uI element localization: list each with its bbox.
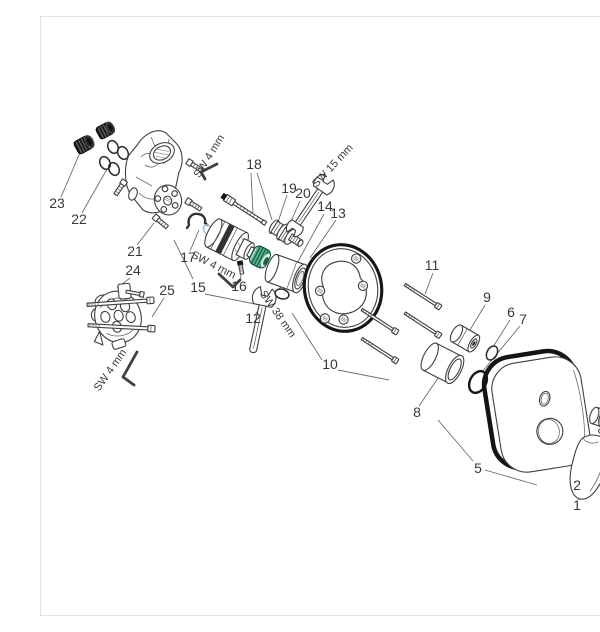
part-21-screw bbox=[151, 213, 169, 230]
part-label-9: 9 bbox=[483, 289, 491, 305]
bolt-body-right bbox=[184, 197, 203, 212]
part-label-19: 19 bbox=[281, 180, 297, 196]
part-label-17: 17 bbox=[180, 249, 196, 265]
part-label-21: 21 bbox=[127, 243, 143, 259]
part-8-sleeve bbox=[420, 342, 465, 385]
part-5-escutcheon bbox=[481, 348, 591, 473]
allen-key-sw4-bottom-icon bbox=[121, 350, 139, 387]
part-11-screws bbox=[403, 282, 443, 339]
part-number-labels: 1 2 3 4 5 6 7 8 9 10 11 12 13 14 15 16 1… bbox=[49, 156, 581, 513]
bolt-body-left bbox=[113, 178, 129, 197]
part-label-7: 7 bbox=[519, 311, 527, 327]
parts-19-20-adapter bbox=[268, 219, 304, 247]
part-label-11: 11 bbox=[425, 257, 440, 273]
part-23-plugs bbox=[73, 121, 116, 155]
part-label-1: 1 bbox=[573, 497, 581, 513]
tool-label-sw4-bottom: SW 4 mm bbox=[92, 347, 130, 393]
bolt-sw4-top bbox=[185, 158, 204, 173]
part-label-12: 12 bbox=[245, 310, 261, 326]
part-label-2: 2 bbox=[573, 477, 581, 493]
part-label-25: 25 bbox=[159, 282, 175, 298]
part-6-oring bbox=[485, 345, 499, 361]
escutcheon-top-hole bbox=[538, 390, 551, 407]
part-10-screws bbox=[360, 307, 400, 365]
part-label-6: 6 bbox=[507, 304, 515, 320]
part-label-15: 15 bbox=[190, 279, 206, 295]
part-9-bush bbox=[449, 324, 481, 353]
part-label-5: 5 bbox=[474, 460, 482, 476]
tool-label-sw4-top: SW 4 mm bbox=[192, 133, 228, 180]
part-label-10: 10 bbox=[322, 356, 338, 372]
part-14-seal bbox=[274, 288, 290, 300]
part-12-sleeve bbox=[264, 253, 309, 294]
part-25-screws bbox=[86, 289, 156, 333]
part-label-8: 8 bbox=[413, 404, 421, 420]
part-16-green-nut bbox=[249, 245, 271, 269]
escutcheon-handle-hole bbox=[536, 417, 564, 445]
allen-key-sw4-top-icon bbox=[199, 162, 219, 181]
part-13-carrier-plate bbox=[302, 243, 384, 333]
part-24-bracket bbox=[90, 282, 142, 350]
open-end-wrench-sw15-icon bbox=[285, 173, 335, 238]
part-label-13: 13 bbox=[330, 205, 346, 221]
open-end-wrench-sw38-icon bbox=[249, 286, 277, 354]
part-label-23: 23 bbox=[49, 195, 65, 211]
part-label-18: 18 bbox=[246, 156, 262, 172]
part-1-handle bbox=[569, 434, 600, 500]
part-label-16: 16 bbox=[231, 278, 247, 294]
allen-key-sw4-cartridge-icon bbox=[217, 272, 242, 289]
diagram-canvas: 1 2 3 4 5 6 7 8 9 10 11 12 13 14 15 16 1… bbox=[49, 121, 600, 513]
part-16-screw bbox=[236, 260, 245, 275]
valve-body bbox=[124, 130, 183, 216]
part-22-orings bbox=[98, 139, 130, 177]
body-flange bbox=[153, 184, 183, 216]
plate-bosses bbox=[314, 253, 369, 325]
part-label-24: 24 bbox=[125, 262, 141, 278]
part-18-rod bbox=[220, 192, 268, 226]
part-3-knob bbox=[589, 406, 600, 428]
part-label-20: 20 bbox=[295, 185, 311, 201]
part-label-22: 22 bbox=[71, 211, 87, 227]
part-label-14: 14 bbox=[317, 198, 333, 214]
exploded-parts-diagram: 1 2 3 4 5 6 7 8 9 10 11 12 13 14 15 16 1… bbox=[40, 16, 600, 616]
